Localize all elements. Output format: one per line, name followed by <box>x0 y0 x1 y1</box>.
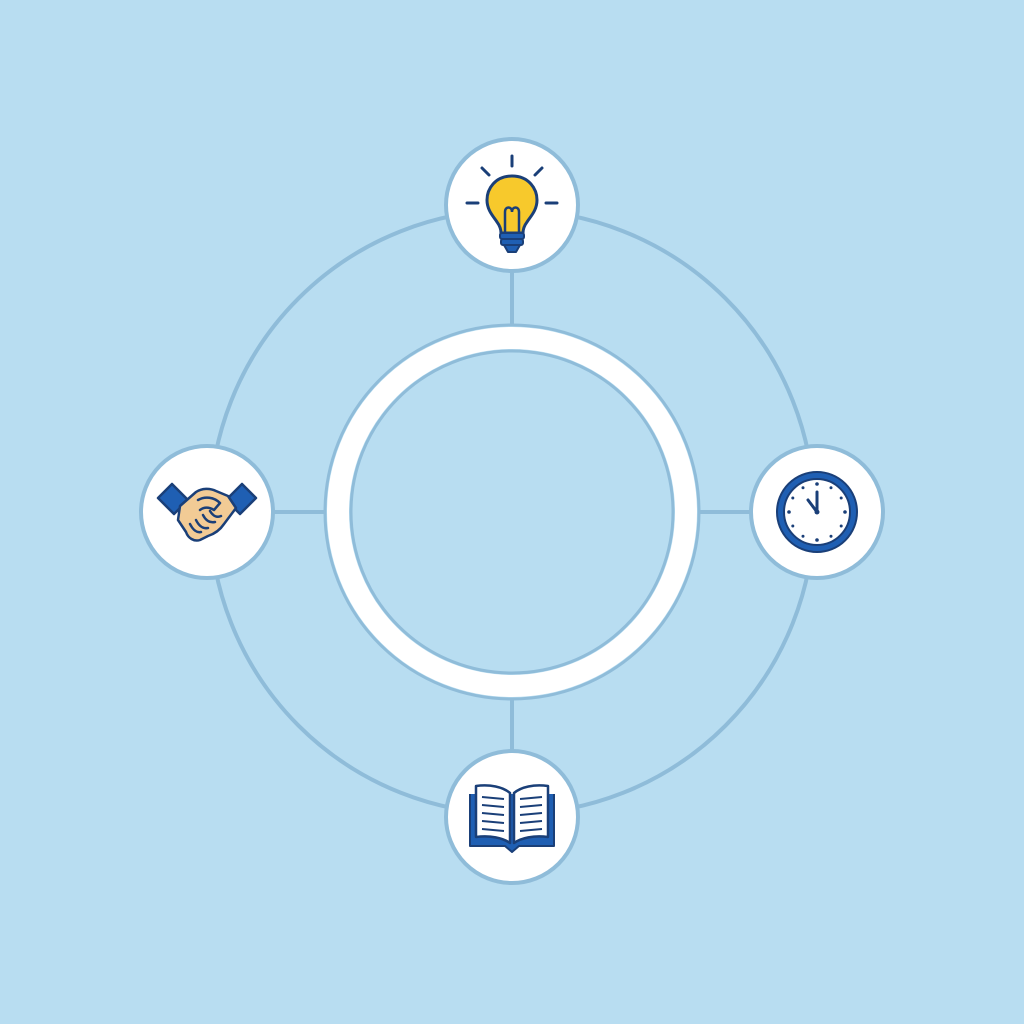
node-right[interactable] <box>749 444 885 580</box>
open-book-icon <box>469 784 555 853</box>
node-bottom[interactable] <box>444 749 580 885</box>
handshake-icon <box>156 482 258 542</box>
node-top[interactable] <box>444 137 580 273</box>
center-ring <box>323 323 701 701</box>
clock-icon <box>776 471 858 553</box>
lightbulb-icon <box>465 154 559 253</box>
node-left[interactable] <box>139 444 275 580</box>
